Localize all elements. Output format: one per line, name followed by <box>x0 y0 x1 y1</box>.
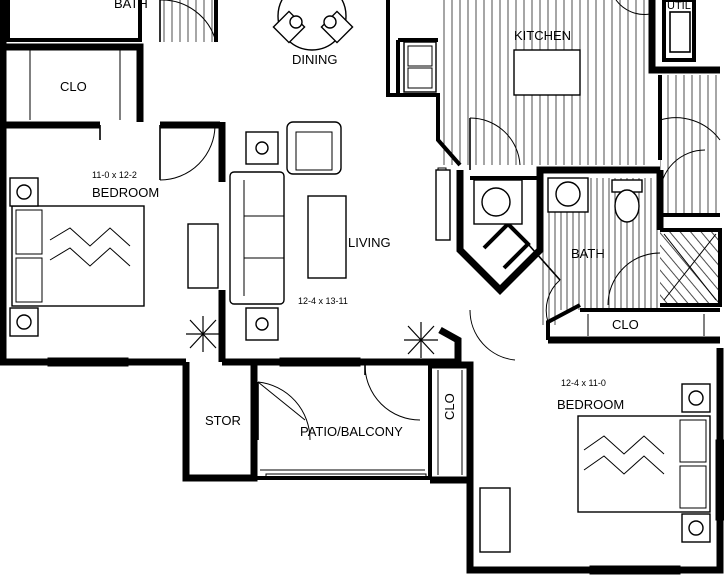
label-kitchen: KITCHEN <box>514 28 571 43</box>
kitchen-island <box>513 49 581 96</box>
label-bath-top: BATH <box>114 0 148 11</box>
dim-bedroom-right: 12-4 x 11-0 <box>561 378 606 388</box>
label-bedroom-left: BEDROOM <box>92 185 159 200</box>
dim-bedroom-left: 11-0 x 12-2 <box>92 170 137 180</box>
doors <box>99 0 721 441</box>
dim-living: 12-4 x 13-11 <box>298 296 348 306</box>
label-storage: STOR <box>205 413 241 428</box>
label-dining: DINING <box>292 52 338 67</box>
coffee-table <box>307 195 347 279</box>
label-closet-mid: CLO <box>442 393 457 420</box>
left-bed <box>11 205 145 307</box>
label-patio: PATIO/BALCONY <box>300 424 403 439</box>
right-bed <box>577 415 711 513</box>
label-bedroom-right: BEDROOM <box>557 397 624 412</box>
tv-stand <box>435 169 451 241</box>
label-closet-left: CLO <box>60 79 87 94</box>
dining-table <box>272 0 354 51</box>
label-utility: UTIL <box>667 0 691 12</box>
closet-shelves <box>29 50 705 475</box>
sofa <box>229 171 285 305</box>
label-living: LIVING <box>348 235 391 250</box>
dresser-left <box>187 223 219 289</box>
label-bath: BATH <box>571 246 605 261</box>
kitchen-floor <box>438 0 722 215</box>
armchair <box>286 121 342 175</box>
kitchen-sink <box>403 41 437 93</box>
dresser-right <box>479 487 511 553</box>
bath-fixtures <box>473 177 717 301</box>
plant-icon <box>186 316 438 358</box>
label-closet-right: CLO <box>612 317 639 332</box>
